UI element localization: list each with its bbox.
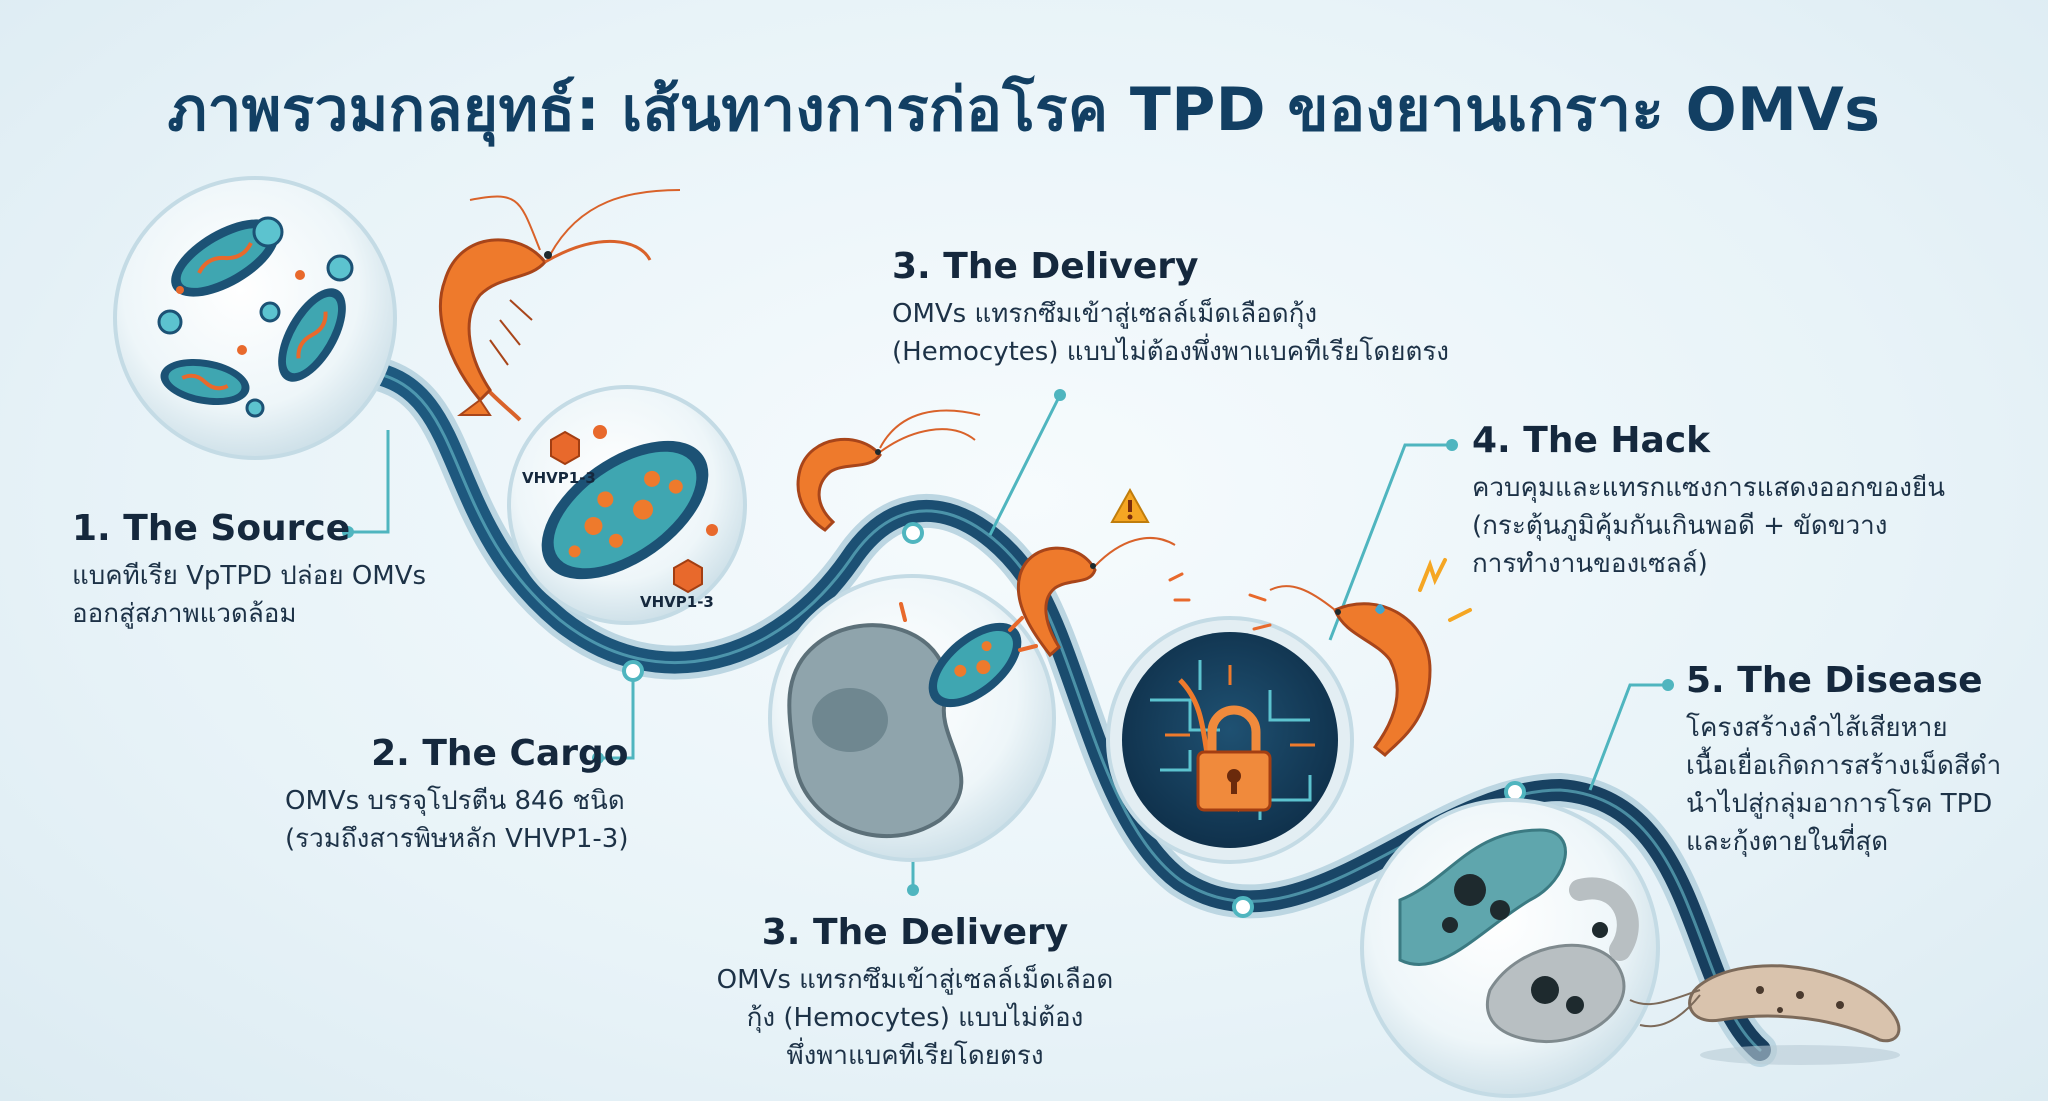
leader-disease [1588,683,1668,791]
step-delivery-bottom-line-2: กุ้ง (Hemocytes) แบบไม่ต้อง [746,1003,1084,1033]
step-cargo-line-1: OMVs บรรจุโปรตีน 846 ชนิด [285,786,625,816]
step-source-description: แบคทีเรีย VpTPD ปล่อย OMVs ออกสู่สภาพแวด… [72,557,426,633]
shrimp-icon-large [439,189,681,422]
omv-entering-icon [928,622,1022,708]
step-disease-line-1: โครงสร้างลำไส้เสียหาย [1686,713,1948,743]
bacteria-bubble [113,176,397,460]
leader-cargo [598,680,635,760]
step-cargo: 2. The Cargo OMVs บรรจุโปรตีน 846 ชนิด (… [285,733,628,858]
tissue-bubble [1360,798,1660,1098]
step-cargo-description: OMVs บรรจุโปรตีน 846 ชนิด (รวมถึงสารพิษห… [285,782,628,858]
step-delivery-top-line-2: (Hemocytes) แบบไม่ต้องพึ่งพาแบคทีเรียโดย… [892,337,1450,367]
omv-cargo-bubble [507,385,747,625]
node-delivery-top [902,522,924,544]
hemocyte-bubble [768,574,1056,862]
toxin-hexagon-icon-2 [673,558,703,594]
step-delivery-bottom-heading: 3. The Delivery [761,912,1069,953]
step-delivery-top-heading: 3. The Delivery [892,246,1199,287]
node-hack [1232,896,1254,918]
omv-vesicle-icon [541,440,709,580]
step-delivery-top: 3. The Delivery OMVs แทรกซึมเข้าสู่เซลล์… [892,246,1449,371]
leader-delivery-top [988,394,1062,536]
step-disease-line-4: และกุ้งตายในที่สุด [1686,827,1889,857]
toxin-label-a: VHVP1-3 [522,469,596,487]
leader-hack [1328,443,1452,641]
padlock-icon [1196,705,1272,812]
shrimp-icon-dead [1629,964,1901,1065]
bacteria-icon [157,216,354,418]
step-hack-heading: 4. The Hack [1472,420,1711,461]
step-hack-description: ควบคุมและแทรกแซงการแสดงออกของยีน (กระตุ้… [1472,469,1945,583]
step-cargo-heading: 2. The Cargo [371,733,629,774]
shrimp-icon-alert [1016,537,1191,658]
step-hack-line-3: การทำงานของเซลล์) [1472,549,1708,579]
step-source-line-2: ออกสู่สภาพแวดล้อม [72,599,297,629]
warning-icon [1110,487,1150,523]
gene-hack-bubble [1106,616,1354,864]
step-cargo-line-2: (รวมถึงสารพิษหลัก VHVP1-3) [285,824,629,854]
step-delivery-top-description: OMVs แทรกซึมเข้าสู่เซลล์เม็ดเลือดกุ้ง (H… [892,295,1449,371]
step-hack-line-2: (กระตุ้นภูมิคุ้มกันเกินพอดี + ขัดขวาง [1472,511,1888,541]
leader-lines [342,389,1674,896]
step-disease-line-2: เนื้อเยื่อเกิดการสร้างเม็ดสีดำ [1686,751,2002,781]
toxin-hexagon-icon [550,430,580,466]
step-delivery-bottom: 3. The Delivery OMVs แทรกซึมเข้าสู่เซลล์… [690,912,1140,1075]
step-disease-line-3: นำไปสู่กลุ่มอาการโรค TPD [1686,789,1993,819]
leader-source [348,430,390,534]
step-disease-heading: 5. The Disease [1686,660,1983,701]
step-delivery-top-line-1: OMVs แทรกซึมเข้าสู่เซลล์เม็ดเลือดกุ้ง [892,299,1318,329]
toxin-label-b: VHVP1-3 [640,593,714,611]
step-delivery-bottom-description: OMVs แทรกซึมเข้าสู่เซลล์เม็ดเลือด กุ้ง (… [690,961,1140,1075]
step-hack: 4. The Hack ควบคุมและแทรกแซงการแสดงออกขอ… [1472,420,1945,583]
step-source-line-1: แบคทีเรีย VpTPD ปล่อย OMVs [72,561,427,591]
step-source: 1. The Source แบคทีเรีย VpTPD ปล่อย OMVs… [72,508,426,633]
step-delivery-bottom-line-1: OMVs แทรกซึมเข้าสู่เซลล์เม็ดเลือด [716,965,1114,995]
step-source-heading: 1. The Source [72,508,351,549]
step-delivery-bottom-line-3: พึ่งพาแบคทีเรียโดยตรง [786,1041,1044,1071]
node-cargo [622,660,644,682]
shrimp-icon-medium [796,409,981,532]
step-disease: 5. The Disease โครงสร้างลำไส้เสียหาย เนื… [1686,660,2001,861]
shrimp-icon-distressed [1248,558,1472,758]
path-nodes [622,522,1526,918]
step-hack-line-1: ควบคุมและแทรกแซงการแสดงออกของยีน [1472,473,1945,503]
step-disease-description: โครงสร้างลำไส้เสียหาย เนื้อเยื่อเกิดการส… [1686,709,2001,861]
page-title: ภาพรวมกลยุทธ์: เส้นทางการก่อโรค TPD ของย… [167,75,1881,145]
